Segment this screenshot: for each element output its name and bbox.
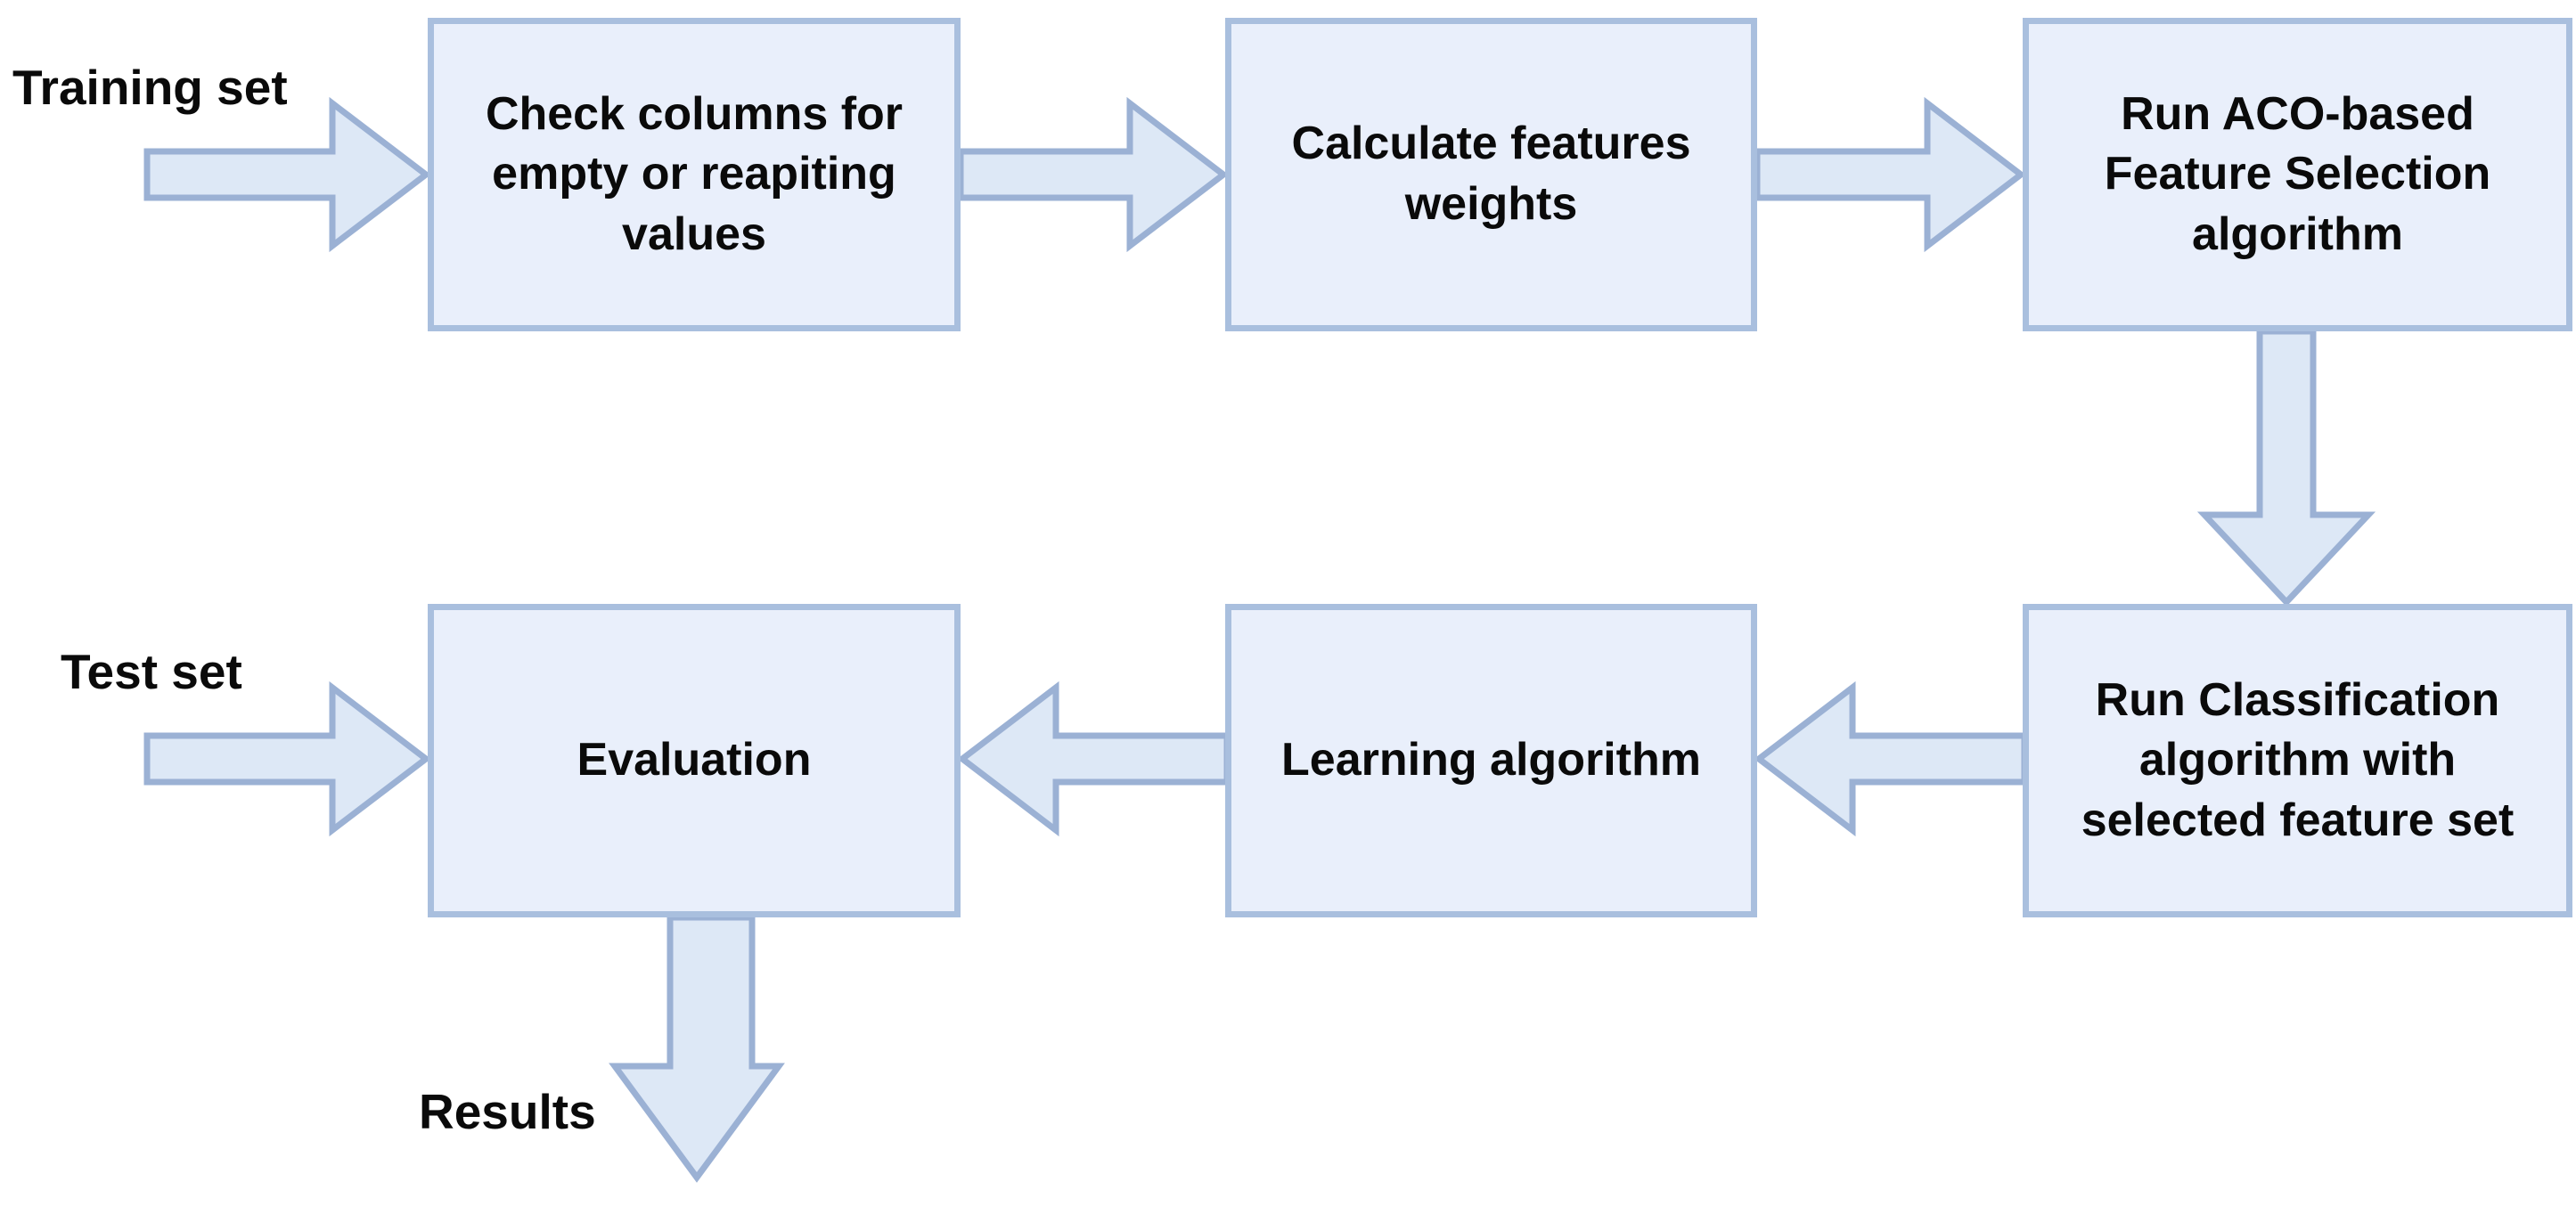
box-learning-algorithm-label: Learning algorithm [1281,734,1701,786]
box-evaluation-label: Evaluation [577,734,812,786]
block-arrow-classification-to-learning [1754,680,2028,837]
test-set-label: Test set [61,644,242,699]
box-aco-feature-selection: Run ACO-based Feature Selection algorith… [2023,18,2572,331]
block-arrow-evaluation-to-results [609,914,785,1183]
box-evaluation: Evaluation [428,604,961,917]
block-arrow-check-columns-to-calculate-weights [957,96,1229,253]
block-arrow-calculate-weights-to-aco [1754,96,2026,253]
box-check-columns-label: Check columns for empty or reapiting val… [485,87,904,260]
results-label: Results [419,1084,596,1139]
box-calculate-weights: Calculate features weights [1225,18,1757,331]
box-check-columns: Check columns for empty or reapiting val… [428,18,961,331]
block-arrow-learning-to-evaluation [957,680,1231,837]
training-set-label: Training set [12,60,288,115]
box-run-classification: Run Classification algorithm with select… [2023,604,2572,917]
block-arrow-test-set-to-evaluation [143,680,431,837]
box-calculate-weights-label: Calculate features weights [1291,118,1691,230]
box-learning-algorithm: Learning algorithm [1225,604,1757,917]
block-arrow-training-set-to-check-columns [143,96,431,253]
box-run-classification-label: Run Classification algorithm with select… [2081,673,2515,846]
box-aco-feature-selection-label: Run ACO-based Feature Selection algorith… [2104,87,2491,260]
block-arrow-aco-to-classification [2196,328,2376,607]
